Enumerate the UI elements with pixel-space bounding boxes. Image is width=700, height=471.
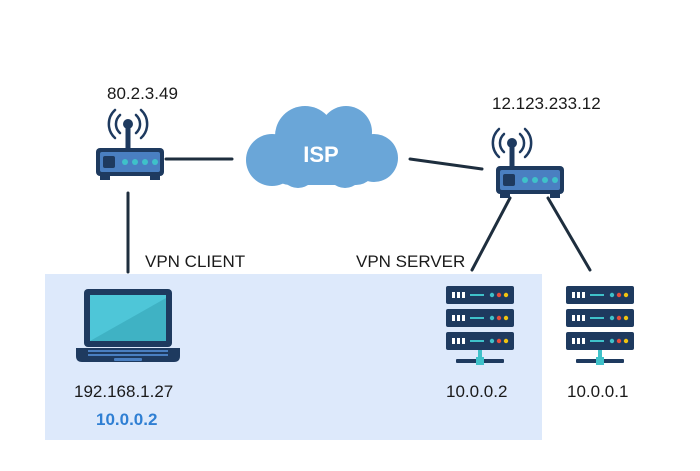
vpn-server-ip: 10.0.0.2	[446, 382, 508, 401]
connection-lines	[126, 157, 592, 274]
client-local-ip: 192.168.1.27	[74, 382, 174, 401]
link-router-right-to-server	[546, 196, 592, 272]
other-server-ip: 10.0.0.1	[567, 382, 629, 401]
isp-label: ISP	[303, 142, 338, 167]
link-isp-to-router-right	[408, 157, 484, 171]
router-right-ip: 12.123.233.12	[492, 94, 601, 113]
router-left-ip: 80.2.3.49	[107, 84, 178, 103]
client-vpn-ip: 10.0.0.2	[96, 410, 158, 429]
cloud-icon	[246, 106, 398, 188]
vpn-server-label: VPN SERVER	[356, 252, 466, 271]
vpn-client-label: VPN CLIENT	[145, 252, 246, 271]
laptop-icon	[76, 289, 180, 362]
wireless-router-left-icon	[96, 108, 164, 180]
vpn-server-rack-icon	[446, 286, 514, 365]
link-router-right-to-vpn-server	[470, 196, 512, 272]
wireless-router-right-icon	[491, 127, 564, 198]
server-rack-icon	[566, 286, 634, 365]
